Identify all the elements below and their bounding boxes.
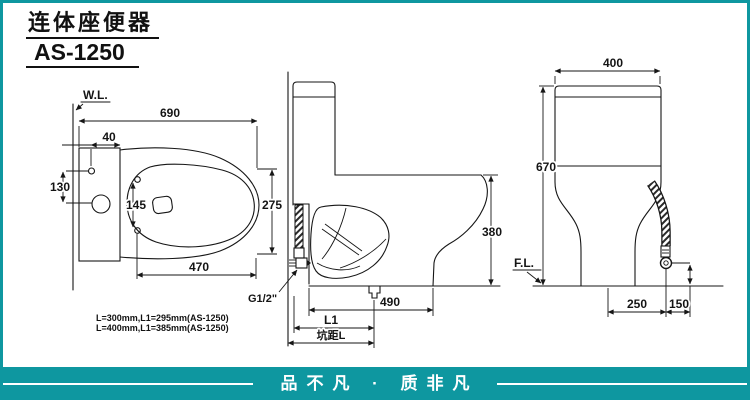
svg-text:380: 380 xyxy=(482,225,502,239)
supply-hose-front xyxy=(648,181,670,246)
drain-outlet xyxy=(368,285,381,299)
frame-border-left xyxy=(0,0,3,400)
brand-footer: 品不凡 · 质非凡 xyxy=(0,367,750,400)
spec-notes: L=300mm,L1=295mm(AS-1250) L=400mm,L1=385… xyxy=(96,313,229,333)
wall-line-text: W.L. xyxy=(83,88,108,102)
footer-rule-left xyxy=(0,382,254,385)
inlet-callout: G1/2" xyxy=(248,269,298,305)
water-spot xyxy=(152,195,173,215)
hose-fitting-side xyxy=(293,247,305,259)
svg-text:L1: L1 xyxy=(324,313,338,327)
supply-hole xyxy=(87,167,96,175)
inlet-connector xyxy=(659,256,673,270)
floor-line-text: F.L. xyxy=(514,256,534,270)
inlet-label: G1/2" xyxy=(248,293,277,305)
dim-overall-width: 690 xyxy=(78,104,258,168)
hinge-hole-bottom xyxy=(134,227,141,234)
svg-text:470: 470 xyxy=(189,260,209,274)
trap-curve xyxy=(339,238,387,269)
bowl-inner-curve xyxy=(321,207,347,260)
front-view: 400 F.L. xyxy=(512,54,724,317)
svg-text:275: 275 xyxy=(262,198,282,212)
seat-inner-outline xyxy=(126,163,255,248)
inlet-connector-center xyxy=(663,260,669,266)
footer-rule-right xyxy=(496,382,750,385)
bowl-front-profile xyxy=(432,174,488,287)
product-title: 连体座便器 xyxy=(26,10,160,40)
svg-text:250: 250 xyxy=(627,297,647,311)
frame-border-top xyxy=(0,0,750,3)
model-number: AS-1250 xyxy=(26,39,139,69)
hose-fitting-front xyxy=(660,245,671,258)
valve-tip xyxy=(307,260,311,266)
trap-bottom-curve xyxy=(316,262,361,271)
svg-text:145: 145 xyxy=(126,198,146,212)
dim-hinge-spacing: 145 xyxy=(124,182,148,228)
side-view: G1/2" 380 490 L1 坑距L xyxy=(248,71,504,348)
seat-outer-outline xyxy=(119,147,260,260)
dim-total-height: 670 xyxy=(534,85,558,286)
dim-seat-width: 275 xyxy=(257,168,284,255)
dim-pit-distance: 坑距L xyxy=(287,326,375,346)
inlet-valve xyxy=(295,257,308,269)
hinge-hole-top xyxy=(134,176,141,183)
wall-line-label: W.L. xyxy=(75,88,111,111)
svg-text:坑距L: 坑距L xyxy=(317,328,346,342)
body-left-profile xyxy=(554,165,582,287)
mount-hole xyxy=(91,194,111,214)
dim-inlet-offset: 250 xyxy=(607,269,667,317)
tank-top-outline xyxy=(78,147,121,262)
dim-seat-length: 470 xyxy=(136,234,257,279)
note-line-1: L=300mm,L1=295mm(AS-1250) xyxy=(96,313,229,323)
brand-slogan: 品不凡 · 质非凡 xyxy=(280,374,479,393)
svg-text:400: 400 xyxy=(603,56,623,70)
svg-text:150: 150 xyxy=(669,297,689,311)
trapway-outline xyxy=(310,204,390,279)
tank-side-outline xyxy=(292,81,336,206)
svg-text:130: 130 xyxy=(50,180,70,194)
supply-hose-side xyxy=(294,204,304,249)
svg-text:670: 670 xyxy=(536,160,556,174)
note-line-2: L=400mm,L1=385mm(AS-1250) xyxy=(96,323,229,333)
svg-text:40: 40 xyxy=(102,130,116,144)
svg-text:490: 490 xyxy=(380,295,400,309)
title-block: 连体座便器 AS-1250 xyxy=(26,10,160,69)
top-view: W.L. 690 40 xyxy=(48,88,284,291)
dim-hole-spacing: 130 xyxy=(48,170,92,204)
floor-line-label: F.L. xyxy=(512,256,542,284)
dim-bowl-height: 380 xyxy=(480,174,504,286)
svg-text:690: 690 xyxy=(160,106,180,120)
frame-border-right xyxy=(747,0,750,400)
dim-l1: L1 xyxy=(293,296,375,348)
dim-hole-offset: 40 xyxy=(62,128,121,166)
dim-base-depth: 490 xyxy=(308,288,434,316)
dim-inlet-side: 150 xyxy=(665,295,691,315)
dim-tank-width: 400 xyxy=(554,54,661,84)
tank-front-outline xyxy=(554,85,662,167)
